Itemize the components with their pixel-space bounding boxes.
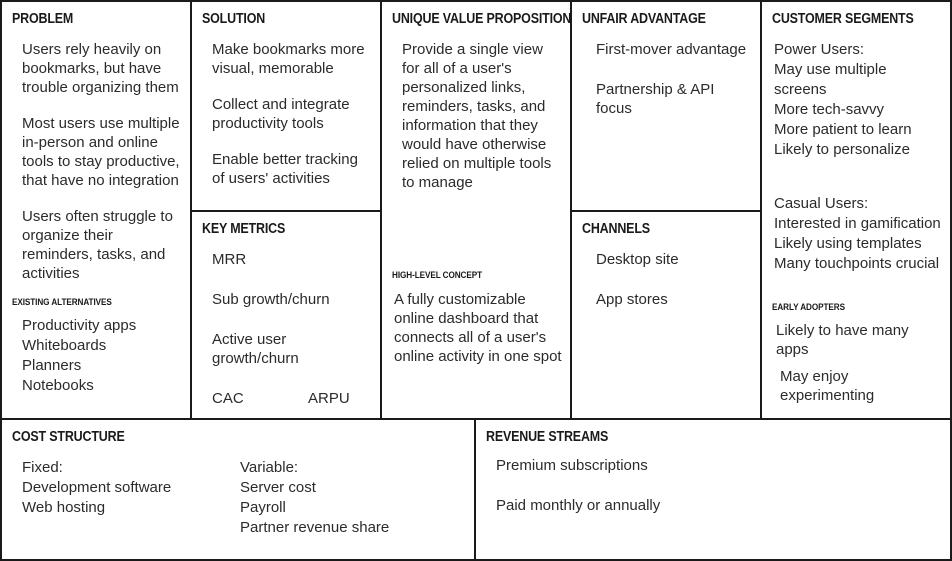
existing-alternatives-items: Productivity apps Whiteboards Planners N… [12,316,182,396]
canvas-block-unfair-advantage: UNFAIR ADVANTAGE First-mover advantage P… [570,0,762,212]
cost-structure-variable: Variable: Server cost Payroll Partner re… [240,458,466,538]
uvp-title: UNIQUE VALUE PROPOSITION [392,11,572,27]
cost-structure-variable-label: Variable: [240,459,299,476]
channels-item: App stores [596,291,668,308]
key-metrics-footer: CAC ARPU [212,389,372,408]
unfair-advantage-title: UNFAIR ADVANTAGE [582,11,706,27]
existing-alternatives-item: Planners [22,357,82,374]
existing-alternatives-item: Notebooks [22,377,94,394]
channels-item: Desktop site [596,251,679,268]
canvas-block-customer-segments: CUSTOMER SEGMENTS Power Users: May use m… [760,0,952,420]
canvas-block-unique-value-proposition: UNIQUE VALUE PROPOSITION Provide a singl… [380,0,572,420]
unfair-advantage-item: Partnership & API focus [596,81,715,117]
problem-items: Users rely heavily on bookmarks, but hav… [12,40,182,283]
canvas-block-revenue-streams: REVENUE STREAMS Premium subscriptions Pa… [474,418,952,561]
solution-item: Enable better tracking of users' activit… [212,151,358,187]
customer-segment-group-label: Casual Users: [774,195,869,212]
unfair-advantage-item: First-mover advantage [596,41,747,58]
channels-items: Desktop site App stores [582,250,752,309]
solution-item: Make bookmarks more visual, memorable [212,41,365,77]
cost-structure-fixed-item: Development software [22,479,172,496]
solution-items: Make bookmarks more visual, memorable Co… [202,40,372,188]
problem-item: Users often struggle to organize their r… [22,208,173,282]
customer-segment-group-casual-users: Casual Users: Interested in gamification… [772,194,942,274]
revenue-streams-title: REVENUE STREAMS [486,429,609,445]
early-adopters-item: May enjoy experimenting [780,368,875,404]
cost-structure-variable-item: Partner revenue share [240,519,390,536]
problem-item: Users rely heavily on bookmarks, but hav… [22,41,179,96]
canvas-block-problem: PROBLEM Users rely heavily on bookmarks,… [0,0,192,420]
canvas-block-key-metrics: KEY METRICS MRR Sub growth/churn Active … [190,210,382,420]
customer-segment-item: May use multiple screens [774,61,887,98]
customer-segment-group-power-users: Power Users: May use multiple screens Mo… [772,40,942,160]
revenue-streams-item: Premium subscriptions [496,457,648,474]
high-level-concept-title: HIGH-LEVEL CONCEPT [392,270,483,281]
customer-segment-group-label: Power Users: [774,41,865,58]
customer-segment-item: Interested in gamification [774,215,941,232]
canvas-block-channels: CHANNELS Desktop site App stores [570,210,762,420]
key-metrics-cac: CAC [212,390,244,407]
canvas-block-cost-structure: COST STRUCTURE Fixed: Development softwa… [0,418,476,561]
solution-item: Collect and integrate productivity tools [212,96,350,132]
customer-segment-item: Many touchpoints crucial [774,255,940,272]
canvas-block-solution: SOLUTION Make bookmarks more visual, mem… [190,0,382,212]
existing-alternatives-item: Productivity apps [22,317,137,334]
key-metrics-item: MRR [212,251,247,268]
customer-segment-item: More patient to learn [774,121,912,138]
key-metrics-title: KEY METRICS [202,221,286,237]
cost-structure-fixed-item: Web hosting [22,499,106,516]
existing-alternatives-title: EXISTING ALTERNATIVES [12,297,112,308]
unfair-advantage-items: First-mover advantage Partnership & API … [582,40,752,118]
problem-title: PROBLEM [12,11,74,27]
customer-segment-item: More tech-savvy [774,101,885,118]
cost-structure-variable-item: Payroll [240,499,286,516]
revenue-streams-item: Paid monthly or annually [496,497,661,514]
problem-item: Most users use multiple in-person and on… [22,115,180,189]
key-metrics-item: Active user growth/churn [212,331,299,367]
cost-structure-fixed-label: Fixed: [22,459,63,476]
customer-segment-item: Likely to personalize [774,141,910,158]
cost-structure-fixed: Fixed: Development software Web hosting [12,458,240,538]
high-level-concept-statement: A fully customizable online dashboard th… [394,291,562,365]
early-adopters-item: Likely to have many apps [776,322,909,358]
solution-title: SOLUTION [202,11,266,27]
early-adopters-title: EARLY ADOPTERS [772,302,845,313]
uvp-statement: Provide a single view for all of a user'… [402,41,552,191]
revenue-streams-items: Premium subscriptions Paid monthly or an… [486,456,942,515]
channels-title: CHANNELS [582,221,650,237]
customer-segment-item: Likely using templates [774,235,922,252]
cost-structure-variable-item: Server cost [240,479,316,496]
key-metrics-arpu: ARPU [308,390,350,407]
customer-segments-title: CUSTOMER SEGMENTS [772,11,914,27]
cost-structure-title: COST STRUCTURE [12,429,125,445]
key-metrics-items: MRR Sub growth/churn Active user growth/… [202,250,372,408]
early-adopters-items: Likely to have many apps May enjoy exper… [772,321,942,405]
existing-alternatives-item: Whiteboards [22,337,107,354]
key-metrics-item: Sub growth/churn [212,291,330,308]
cost-structure-columns: Fixed: Development software Web hosting … [12,458,466,538]
